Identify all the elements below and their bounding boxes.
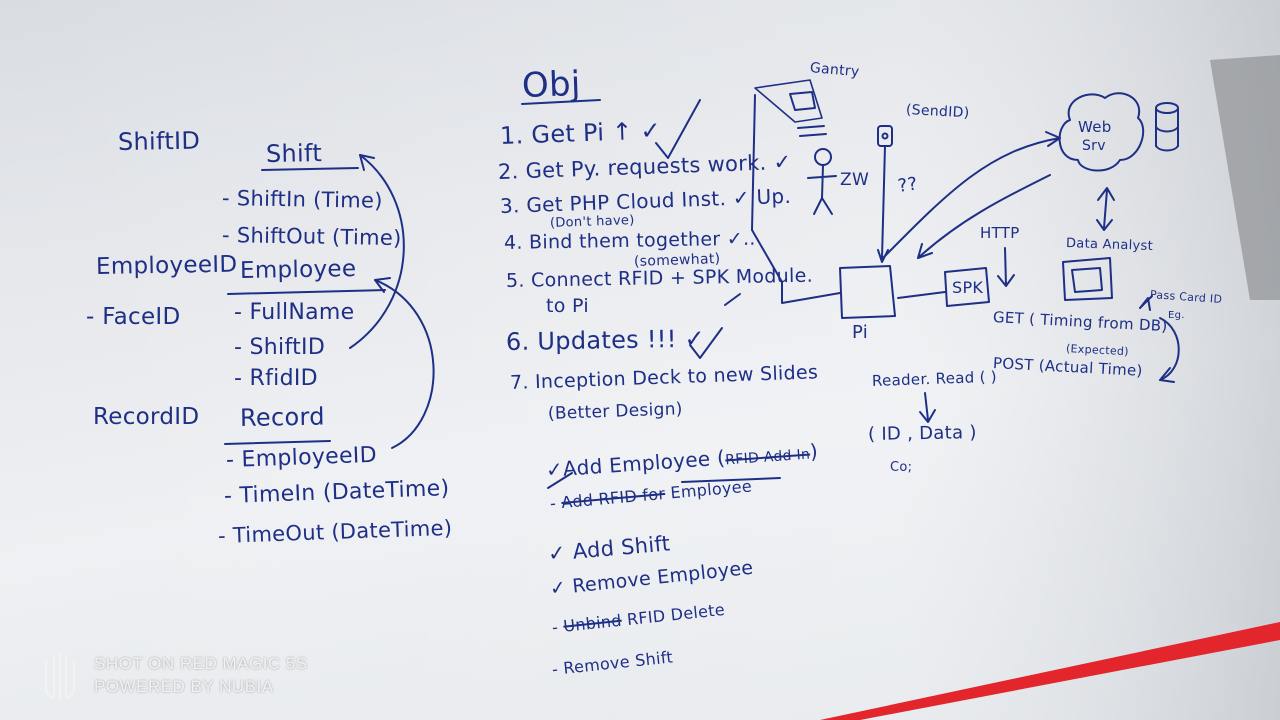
face-id-label: - FaceID bbox=[86, 304, 181, 330]
eg-label: Eg. bbox=[1168, 310, 1185, 321]
record-id-label: RecordID bbox=[93, 404, 200, 430]
web-label: Web bbox=[1078, 118, 1112, 136]
objective-3-note: (Don't have) bbox=[549, 213, 635, 231]
http-label: HTTP bbox=[980, 224, 1020, 242]
id-data-label: ( ID , Data ) bbox=[867, 422, 977, 445]
objective-1: 1. Get Pi ↑ ✓ bbox=[499, 116, 662, 150]
data-analyst-label: Data Analyst bbox=[1065, 236, 1154, 255]
employee-shift-id-field: - ShiftID bbox=[234, 335, 326, 360]
srv-label: Srv bbox=[1082, 138, 1106, 154]
watermark-line-2: POWERED BY NUBIA bbox=[94, 677, 274, 696]
spk-label: SPK bbox=[952, 278, 984, 297]
objective-5-line2: to Pi bbox=[546, 295, 589, 317]
objectives-title: Obj bbox=[521, 63, 582, 106]
pi-label: Pi bbox=[852, 322, 869, 343]
question-marks: ?? bbox=[896, 173, 919, 197]
co-label: Co; bbox=[890, 460, 913, 475]
check-mark-icon: ✓ bbox=[545, 456, 564, 482]
shift-entity-title: Shift bbox=[265, 139, 323, 168]
record-entity-title: Record bbox=[239, 402, 325, 432]
red-magic-logo-icon bbox=[44, 652, 76, 702]
employee-id-label: EmployeeID bbox=[95, 251, 238, 280]
shift-id-label: ShiftID bbox=[117, 126, 201, 156]
zw-label: ZW bbox=[840, 170, 870, 190]
watermark-line-1: SHOT ON RED MAGIC 5S bbox=[94, 654, 308, 673]
record-employee-id-field: - EmployeeID bbox=[225, 442, 378, 473]
objective-6: 6. Updates !!! ✓ bbox=[505, 324, 706, 356]
send-id-label: (SendID) bbox=[905, 102, 970, 122]
rfid-id-field: - RfidID bbox=[234, 366, 318, 391]
full-name-field: - FullName bbox=[234, 300, 355, 325]
shift-out-field: - ShiftOut (Time) bbox=[221, 223, 402, 251]
shift-in-field: - ShiftIn (Time) bbox=[221, 186, 383, 213]
employee-entity-title: Employee bbox=[239, 255, 357, 284]
red-tray bbox=[820, 622, 1280, 720]
